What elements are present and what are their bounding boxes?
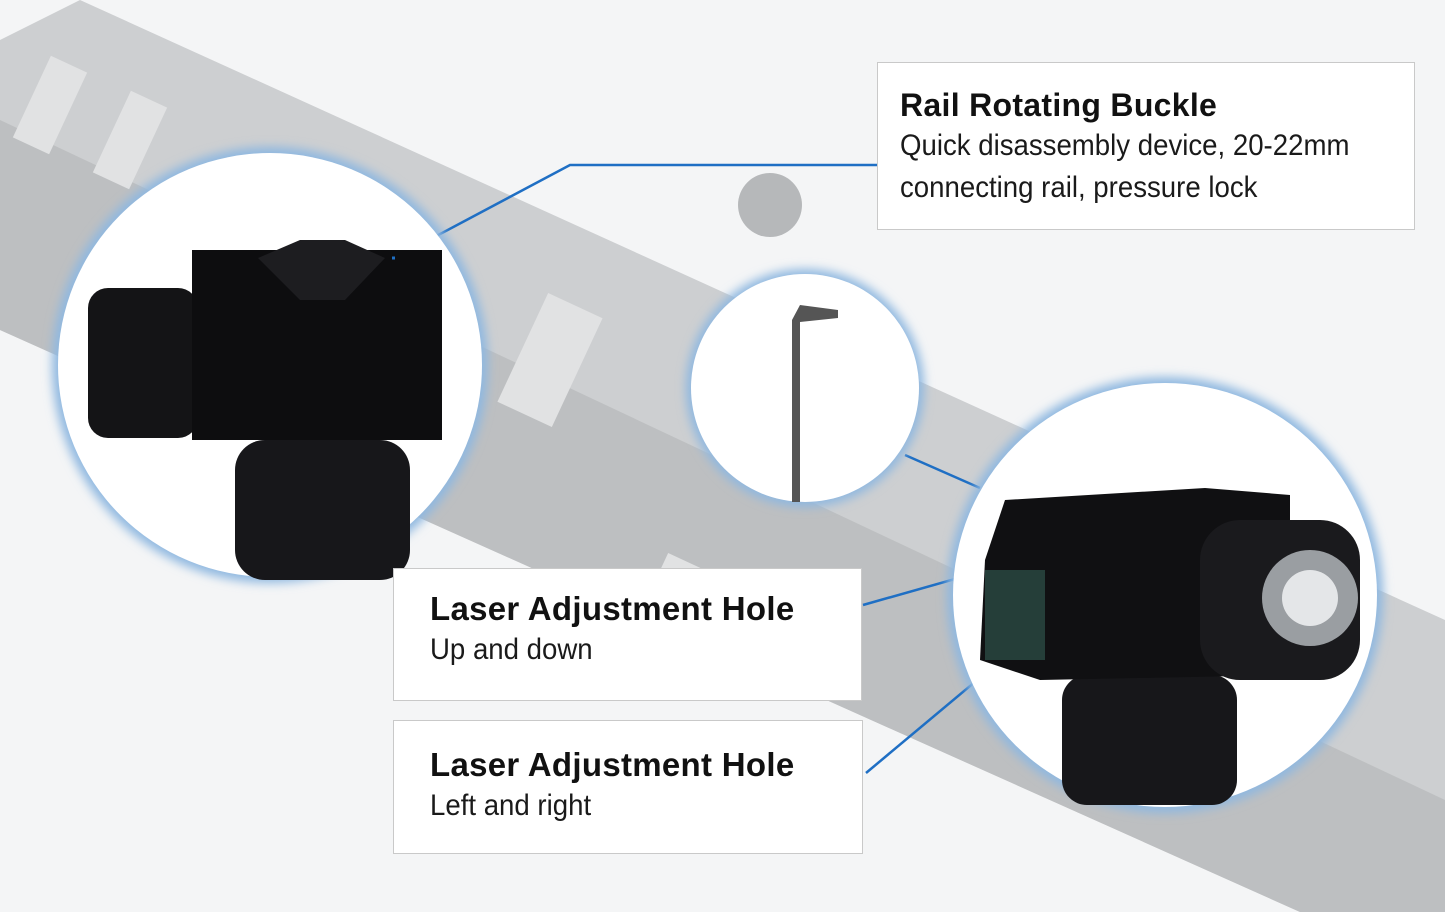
detail-circle-right	[947, 377, 1383, 813]
callout-desc-line: Quick disassembly device, 20-22mm	[900, 129, 1350, 162]
leader-line-tool	[904, 453, 981, 490]
callout-laser-up-down: Laser Adjustment Hole Up and down	[393, 568, 862, 701]
callout-title: Laser Adjustment Hole	[430, 590, 795, 627]
flashlight-head	[88, 288, 198, 438]
detail-circle-middle	[686, 269, 924, 507]
callout-rail-rotating-buckle: Rail Rotating Buckle Quick disassembly d…	[877, 62, 1415, 230]
callout-desc-line: Left and right	[430, 789, 592, 822]
callout-desc-line: connecting rail, pressure lock	[900, 171, 1258, 204]
hex-key-icon	[792, 305, 838, 502]
grip-mount	[235, 440, 410, 580]
callout-laser-left-right: Laser Adjustment Hole Left and right	[393, 720, 863, 854]
callout-title: Rail Rotating Buckle	[900, 87, 1218, 123]
callout-title: Laser Adjustment Hole	[430, 746, 795, 783]
leader-line-rail	[394, 163, 877, 260]
detail-circle-left	[52, 147, 488, 583]
callout-desc-line: Up and down	[430, 633, 593, 666]
